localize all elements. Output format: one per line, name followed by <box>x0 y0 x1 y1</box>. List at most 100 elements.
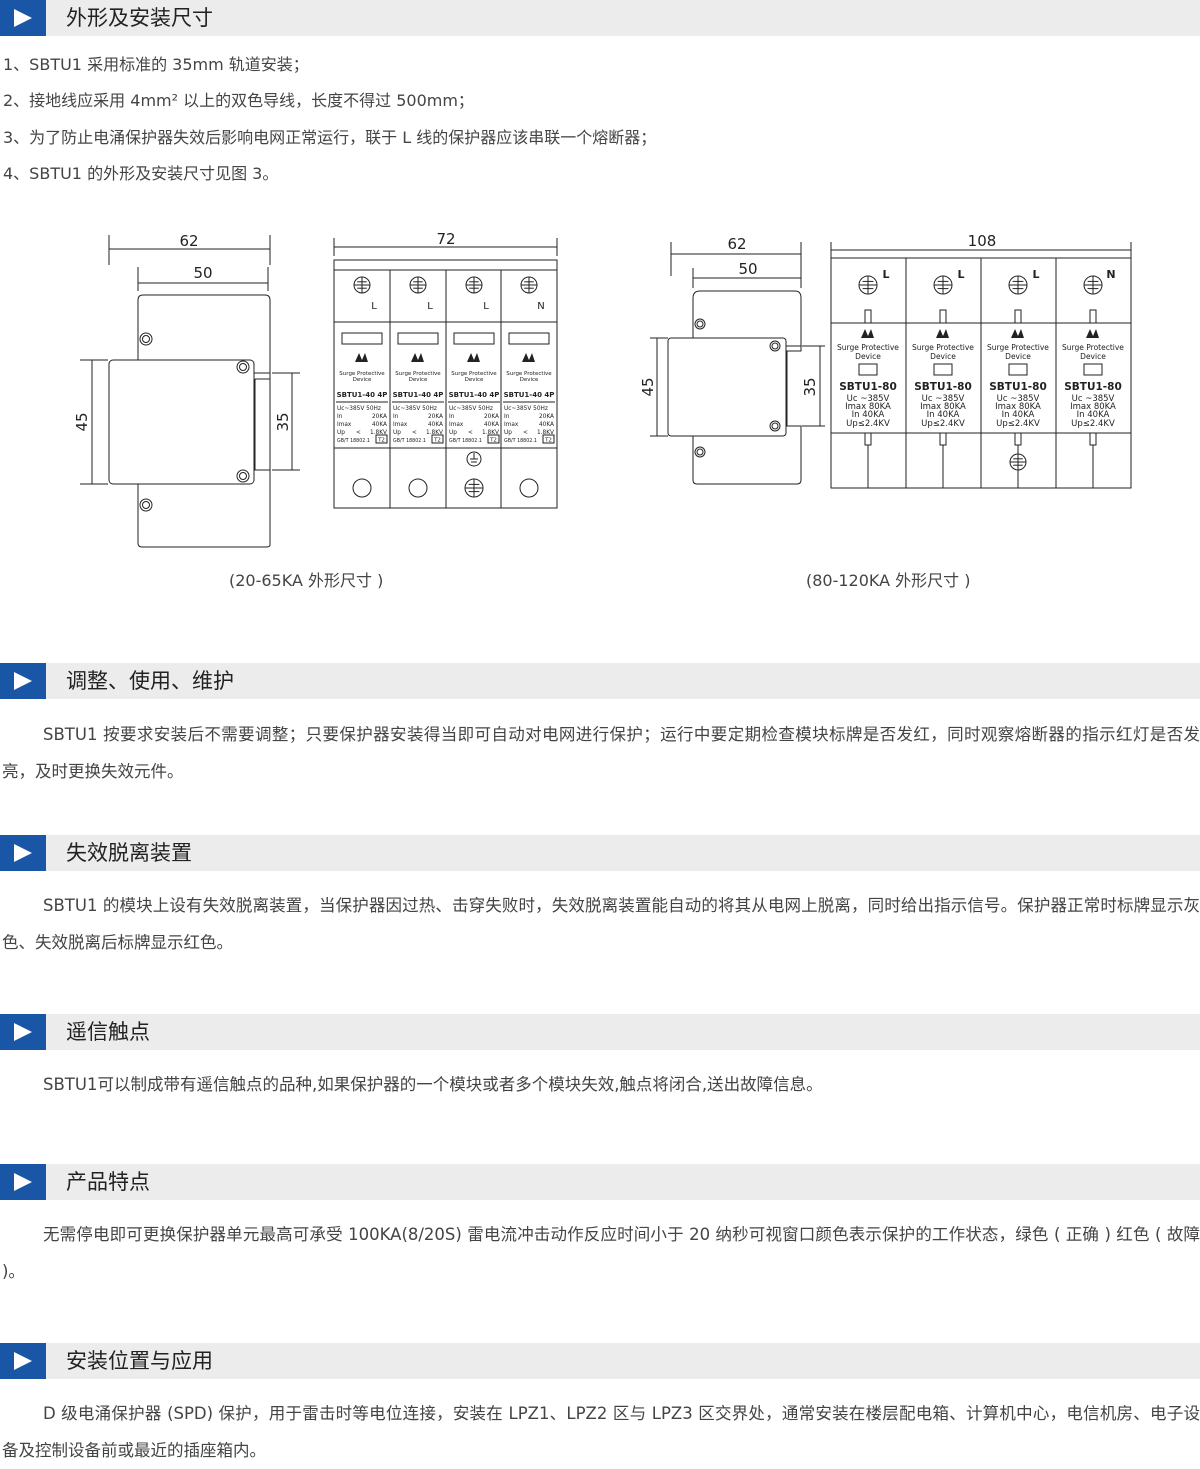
dim-height-front: 45 <box>73 412 91 431</box>
spec-up-mid: < <box>523 430 528 436</box>
top-terminal-icon <box>353 276 371 294</box>
brand-text: Device <box>409 377 428 383</box>
spec-uc: Uc~385V 50Hz <box>504 406 548 412</box>
figure-caption-right: (80-120KA 外形尺寸 ) <box>806 571 971 590</box>
top-terminal-icon <box>465 276 483 294</box>
standard-label: GB/T 18802.1 <box>337 438 370 444</box>
logo-shape <box>467 353 480 362</box>
spec-in: In 40KA <box>927 410 960 420</box>
connector <box>1089 309 1097 324</box>
brand-text: Device <box>353 377 372 383</box>
indicator-window <box>397 332 439 345</box>
ground-terminal-icon <box>1009 453 1027 471</box>
indicator-window <box>933 363 953 376</box>
play-arrow-icon <box>0 835 46 871</box>
spec-imax-value: 40KA <box>484 422 499 428</box>
spec-imax-label: Imax <box>337 422 352 428</box>
spec-up-value: 1.8KV <box>537 430 554 436</box>
spec-imax: Imax 80KA <box>1070 402 1116 412</box>
dim-height-front: 45 <box>639 377 657 396</box>
spec-up-value: 1.8KV <box>370 430 387 436</box>
top-terminal-icon <box>1008 275 1028 295</box>
section-header-features: 产品特点 <box>0 1164 1200 1200</box>
connector <box>864 309 872 324</box>
model-label: SBTU1-80 <box>1064 381 1122 393</box>
bottom-terminal-icon <box>519 478 539 498</box>
terminal-label: N <box>537 301 544 312</box>
section-title: 外形及安装尺寸 <box>66 6 213 30</box>
brand-text: Device <box>520 377 539 383</box>
module-width-dim: 108 <box>968 232 997 250</box>
standard-label: GB/T 18802.1 <box>504 438 537 444</box>
spec-in-value: 20KA <box>372 414 387 420</box>
module-width-dim: 72 <box>436 230 455 248</box>
list-item: 3、为了防止电涌保护器失效后影响电网正常运行，联于 L 线的保护器应该串联一个熔… <box>3 128 657 147</box>
spec-in-value: 20KA <box>539 414 554 420</box>
spec-up-label: Up <box>449 430 457 436</box>
dim-width-inner: 50 <box>193 264 212 282</box>
connector <box>939 432 947 446</box>
indicator-window <box>1008 363 1028 376</box>
logo-shape <box>1011 329 1024 338</box>
logo-shape <box>861 329 874 338</box>
class-box <box>487 434 500 444</box>
model-label: SBTU1-80 <box>914 381 972 393</box>
model-label: SBTU1-40 4P <box>449 391 500 399</box>
indicator-window <box>341 332 383 345</box>
brand-text: Surge Protective <box>339 371 385 377</box>
figure-caption-left: (20-65KA 外形尺寸 ) <box>229 571 384 590</box>
spec-in-label: In <box>337 414 343 420</box>
section-header-remote: 遥信触点 <box>0 1014 1200 1050</box>
brand-text: Device <box>1005 352 1031 361</box>
section-header-dimensions: 外形及安装尺寸 <box>0 0 1200 36</box>
spec-up: Up≤2.4KV <box>921 419 965 429</box>
spec-in: In 40KA <box>1077 410 1110 420</box>
logo-shape <box>522 353 535 362</box>
brand-text: Surge Protective <box>912 343 974 352</box>
spec-imax-value: 40KA <box>428 422 443 428</box>
play-arrow-icon <box>0 1343 46 1379</box>
brand-logo-icon <box>861 329 874 338</box>
spec-up-mid: < <box>356 430 361 436</box>
standard-label: GB/T 18802.1 <box>449 438 482 444</box>
play-arrow-icon <box>0 1164 46 1200</box>
spec-in-value: 20KA <box>484 414 499 420</box>
model-label: SBTU1-40 4P <box>337 391 388 399</box>
terminal-label: L <box>483 301 489 312</box>
terminal-label: N <box>1106 268 1115 281</box>
spec-imax-label: Imax <box>393 422 408 428</box>
spec-up-label: Up <box>504 430 512 436</box>
terminal-label: L <box>371 301 377 312</box>
class-label: T2 <box>544 438 552 444</box>
connector <box>864 432 872 446</box>
list-item: 1、SBTU1 采用标准的 35mm 轨道安装； <box>3 55 309 74</box>
brand-text: Surge Protective <box>987 343 1049 352</box>
ground-ring <box>466 451 482 467</box>
dim-width-total: 62 <box>179 232 198 250</box>
dim-width-inner: 50 <box>738 260 757 278</box>
class-label: T2 <box>489 438 497 444</box>
connector <box>1014 309 1022 324</box>
logo-shape <box>936 329 949 338</box>
connector <box>939 309 947 324</box>
connector <box>1089 432 1097 446</box>
section-header-failure: 失效脱离装置 <box>0 835 1200 871</box>
brand-logo-icon <box>467 353 480 362</box>
section-title: 安装位置与应用 <box>66 1349 213 1373</box>
spec-imax: Imax 80KA <box>995 402 1041 412</box>
section-title: 产品特点 <box>66 1170 150 1194</box>
brand-text: Surge Protective <box>451 371 497 377</box>
spec-up: Up≤2.4KV <box>1071 419 1115 429</box>
spec-uc: Uc ~385V <box>922 394 965 404</box>
spec-imax: Imax 80KA <box>920 402 966 412</box>
spec-up-value: 1.8KV <box>482 430 499 436</box>
terminal-label: L <box>1032 268 1039 281</box>
right-side-view-drawing: 62 50 45 35 <box>639 235 825 485</box>
standard-label: GB/T 18802.1 <box>393 438 426 444</box>
class-label: T2 <box>433 438 441 444</box>
spec-imax: Imax 80KA <box>845 402 891 412</box>
section-header-install: 安装位置与应用 <box>0 1343 1200 1379</box>
spec-imax-value: 40KA <box>539 422 554 428</box>
top-terminal-icon <box>858 275 878 295</box>
